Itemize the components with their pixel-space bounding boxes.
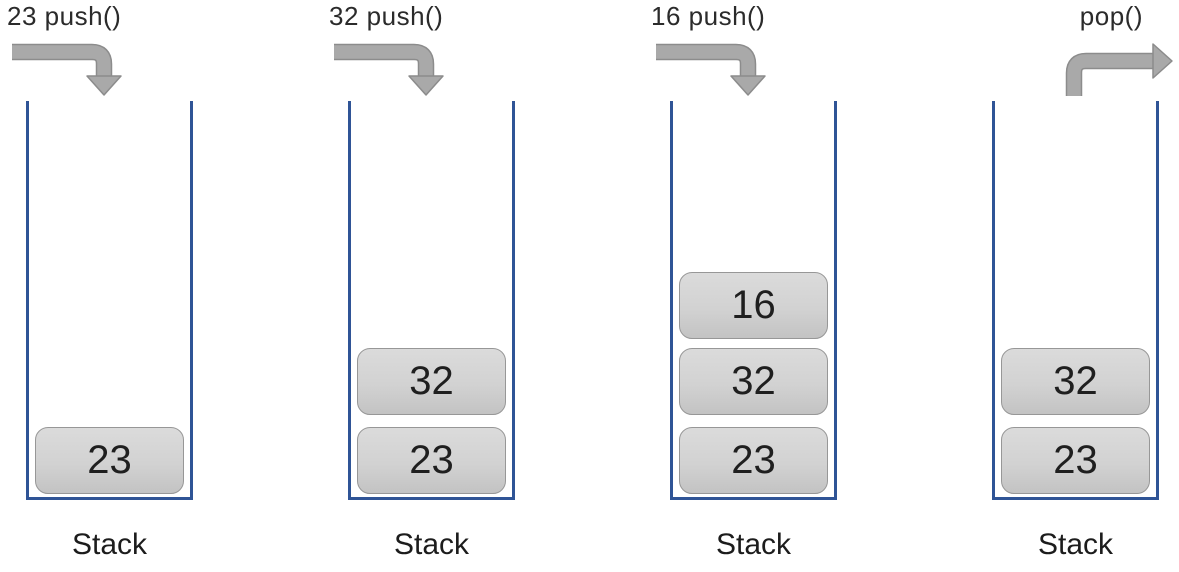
operation-label: pop() [1079,1,1143,31]
push-elbow-arrow-down-icon [656,43,766,96]
pop-elbow-arrow-right-icon [1065,43,1173,96]
stack-caption: Stack [715,528,792,561]
stack-container: 32 23 [992,101,1159,500]
stack-caption: Stack [1037,528,1114,561]
panel-push-16: 16 push() 16 32 23 Stack [644,0,966,572]
push-elbow-arrow-down-icon [334,43,444,96]
stack-item: 23 [35,427,184,494]
panel-pop: pop() 32 23 Stack [966,0,1179,572]
stack-container: 32 23 [348,101,515,500]
stack-item: 32 [357,348,506,415]
stack-item: 32 [1001,348,1150,415]
stack-item: 16 [679,272,828,339]
stack-item: 23 [357,427,506,494]
panel-push-23: 23 push() 23 Stack [0,0,322,572]
operation-label: 16 push() [651,1,766,31]
operation-label: 32 push() [329,1,444,31]
stack-item: 23 [679,427,828,494]
stack-caption: Stack [71,528,148,561]
stack-item: 32 [679,348,828,415]
stack-item: 23 [1001,427,1150,494]
stack-caption: Stack [393,528,470,561]
push-elbow-arrow-down-icon [12,43,122,96]
stack-container: 16 32 23 [670,101,837,500]
panel-push-32: 32 push() 32 23 Stack [322,0,644,572]
operation-label: 23 push() [7,1,122,31]
stack-container: 23 [26,101,193,500]
